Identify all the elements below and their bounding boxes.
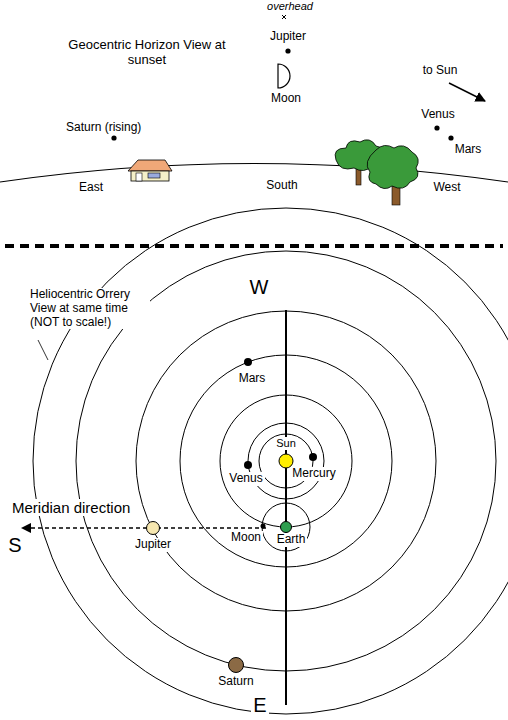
- meridian-arrow: [22, 527, 266, 529]
- sun: [279, 454, 293, 468]
- horizon: [0, 164, 508, 183]
- planet-label: Venus: [227, 472, 264, 486]
- saturn-dot: [111, 135, 116, 140]
- view-title: Heliocentric Orrery View at same time (N…: [28, 288, 150, 329]
- compass-label: S: [6, 534, 23, 557]
- planet-label: Mars: [453, 143, 484, 157]
- compass-label: E: [251, 694, 268, 717]
- venus: [244, 461, 252, 469]
- planet-label: Jupiter: [268, 30, 308, 44]
- compass-label: East: [77, 181, 105, 195]
- planet-label: Mars: [237, 372, 268, 386]
- planet-label: Sun: [274, 437, 298, 450]
- compass-label: South: [264, 179, 299, 193]
- planet-label: Saturn (rising): [64, 121, 143, 135]
- planet-label: Mercury: [290, 467, 337, 481]
- planet-label: Jupiter: [133, 538, 173, 552]
- direction-label: to Sun: [421, 64, 460, 78]
- orbits: [33, 208, 508, 714]
- planet-label: Venus: [419, 108, 456, 122]
- sun-arrow: [449, 83, 485, 101]
- moon: [261, 524, 266, 529]
- moon-half: [278, 64, 290, 88]
- meridian-line: [285, 310, 287, 705]
- direction-label: overhead: [265, 0, 315, 13]
- planet-label: Moon: [269, 92, 303, 106]
- mars: [244, 358, 252, 366]
- planet-label: Saturn: [216, 675, 255, 689]
- planet-label: Moon: [229, 531, 263, 545]
- jupiter: [147, 522, 160, 535]
- compass-label: West: [431, 181, 462, 195]
- earth: [281, 522, 292, 533]
- planet-label: Earth: [275, 533, 308, 547]
- zenith-mark: [282, 15, 286, 19]
- compass-label: W: [248, 276, 271, 299]
- mercury: [309, 453, 317, 461]
- view-title: Geocentric Horizon View at sunset: [65, 38, 229, 68]
- mars-dot: [448, 135, 453, 140]
- house: [128, 160, 172, 181]
- axis-label: Meridian direction: [10, 499, 132, 516]
- venus-dot: [434, 125, 439, 130]
- jupiter-dot: [285, 48, 290, 53]
- trees: [335, 140, 418, 205]
- saturn: [229, 658, 244, 673]
- caption-leader: [38, 340, 48, 360]
- divider: [5, 244, 503, 248]
